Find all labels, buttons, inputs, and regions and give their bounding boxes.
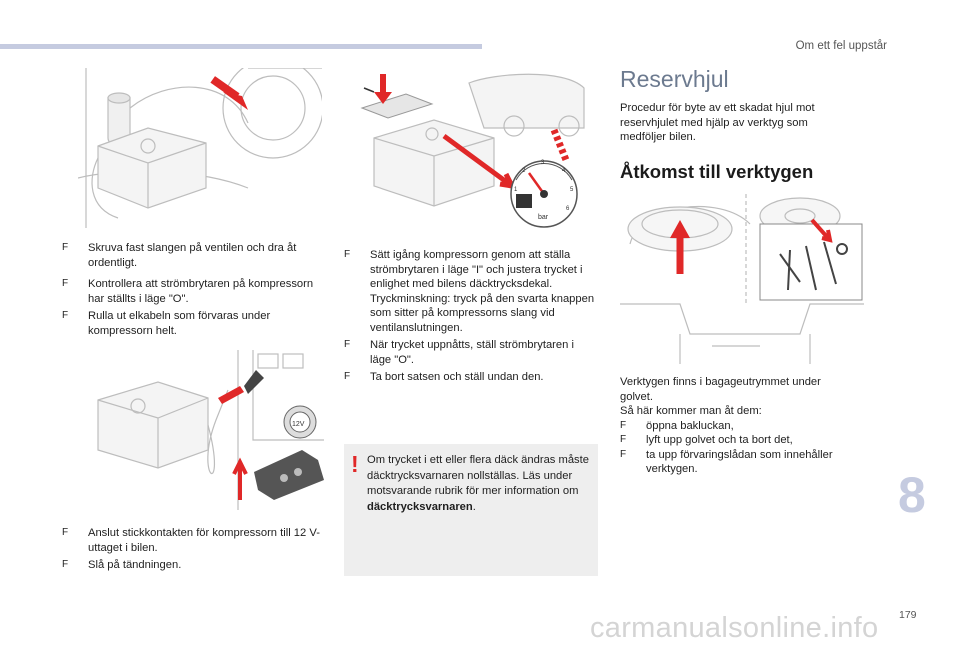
tpms-note-box: ! Om trycket i ett eller flera däck ändr… bbox=[344, 444, 598, 576]
col1-steps-top: F Skruva fast slangen på ventilen och dra… bbox=[62, 241, 324, 341]
watermark: carmanualsonline.info bbox=[590, 612, 879, 644]
list-item: F Anslut stickkontakten för kompressorn t… bbox=[62, 526, 324, 555]
section-header: Om ett fel uppstår bbox=[795, 40, 887, 52]
step-text: Skruva fast slangen på ventilen och dra … bbox=[88, 242, 297, 269]
col2-steps: F Sätt igång kompressorn genom att ställa… bbox=[344, 248, 598, 388]
compressor-socket-figure: 12V bbox=[97, 350, 324, 510]
compressor-gauge-figure: 1 2 3 4 5 6 bar bbox=[360, 73, 585, 228]
section-intro: Procedur för byte av ett skadat hjul mot… bbox=[620, 102, 815, 143]
step-text: Anslut stickkontakten för kompressorn ti… bbox=[88, 527, 320, 554]
bullet-mark: F bbox=[62, 310, 69, 321]
spare-wheel-tools-figure bbox=[620, 194, 864, 364]
tools-access-text: Verktygen finns i bagageutrymmet under g… bbox=[620, 375, 852, 477]
tools-howto-text: Så här kommer man åt dem: bbox=[620, 405, 762, 417]
note-bold-term: däcktrycksvarnaren bbox=[367, 500, 473, 513]
bullet-mark: F bbox=[62, 559, 69, 570]
section-title: Reservhjul bbox=[620, 66, 729, 92]
list-item: F Kontrollera att strömbrytaren på kompre… bbox=[62, 277, 324, 306]
list-item: F Sätt igång kompressorn genom att ställa… bbox=[344, 248, 598, 335]
bullet-mark: F bbox=[344, 249, 351, 260]
bullet-mark: F bbox=[344, 371, 351, 382]
note-body: Om trycket i ett eller flera däck ändras… bbox=[367, 454, 589, 497]
bullet-mark: F bbox=[620, 419, 627, 431]
bullet-mark: F bbox=[62, 278, 69, 289]
step-text: Ta bort satsen och ställ undan den. bbox=[370, 371, 544, 383]
list-item: F Slå på tändningen. bbox=[62, 558, 324, 573]
gauge-tick-3: 3 bbox=[541, 160, 545, 166]
warning-icon: ! bbox=[351, 451, 359, 477]
gauge-tick-6: 6 bbox=[566, 206, 570, 212]
bullet-mark: F bbox=[62, 242, 69, 253]
step-text: När trycket uppnåtts, ställ strömbrytare… bbox=[370, 339, 574, 366]
bullet-mark: F bbox=[62, 527, 69, 538]
header-accent-bar bbox=[0, 44, 482, 49]
chapter-number: 8 bbox=[898, 467, 926, 523]
list-item: F Skruva fast slangen på ventilen och dra… bbox=[62, 241, 324, 270]
bullet-mark: F bbox=[620, 434, 627, 445]
gauge-tick-2: 2 bbox=[522, 168, 526, 174]
step-text: Slå på tändningen. bbox=[88, 559, 182, 571]
gauge-tick-1: 1 bbox=[514, 187, 518, 193]
step-text: Sätt igång kompressorn genom att ställa … bbox=[370, 249, 595, 334]
col1-steps-bottom: F Anslut stickkontakten för kompressorn t… bbox=[62, 526, 324, 576]
list-item: F Ta bort satsen och ställ undan den. bbox=[344, 370, 598, 385]
compressor-valve-figure bbox=[78, 68, 322, 228]
list-item: F När trycket uppnåtts, ställ strömbrytar… bbox=[344, 338, 598, 367]
gauge-tick-5: 5 bbox=[570, 187, 574, 193]
bullet-mark: F bbox=[620, 448, 627, 460]
socket-12v-label: 12V bbox=[292, 421, 305, 428]
step-text: ta upp förvaringslådan som innehåller ve… bbox=[646, 448, 833, 476]
step-text: Kontrollera att strömbrytaren på kompres… bbox=[88, 278, 314, 305]
step-text: lyft upp golvet och ta bort det, bbox=[646, 434, 793, 446]
gauge-tick-4: 4 bbox=[562, 168, 566, 174]
list-item: F Rulla ut elkabeln som förvaras under ko… bbox=[62, 309, 324, 338]
step-text: öppna bakluckan, bbox=[646, 419, 734, 432]
bullet-mark: F bbox=[344, 339, 351, 350]
gauge-unit-label: bar bbox=[538, 214, 549, 221]
page-number: 179 bbox=[899, 609, 917, 621]
note-end: . bbox=[472, 500, 476, 513]
note-text: Om trycket i ett eller flera däck ändras… bbox=[367, 453, 589, 515]
step-text: Rulla ut elkabeln som förvaras under kom… bbox=[88, 310, 271, 337]
tools-location-text: Verktygen finns i bagageutrymmet under g… bbox=[620, 376, 821, 403]
subsection-title: Åtkomst till verktygen bbox=[620, 161, 814, 182]
